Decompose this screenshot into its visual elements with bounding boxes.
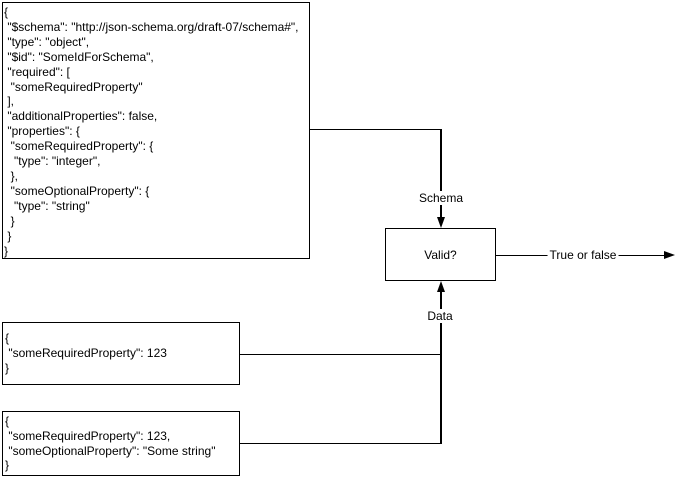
arrowhead-up-icon	[436, 281, 445, 292]
output-edge-label: True or false	[547, 248, 619, 263]
valid-decision-label: Valid?	[424, 247, 457, 262]
data-json-text-2: { "someRequiredProperty": 123, "someOpti…	[5, 413, 216, 473]
data-edge-label: Data	[425, 309, 455, 323]
data-json-box-2: { "someRequiredProperty": 123, "someOpti…	[2, 411, 240, 476]
valid-decision-box: Valid?	[385, 228, 496, 281]
schema-connector-vertical	[440, 128, 442, 218]
arrowhead-right-icon	[664, 250, 675, 259]
schema-json-text: { "$schema": "http://json-schema.org/dra…	[4, 5, 299, 258]
data1-connector-horizontal	[240, 353, 442, 356]
data-json-text-1: { "someRequiredProperty": 123 }	[5, 331, 167, 375]
data-json-box-1: { "someRequiredProperty": 123 }	[2, 322, 240, 385]
arrowhead-down-icon	[436, 217, 445, 228]
schema-edge-label: Schema	[416, 190, 466, 205]
data2-connector-horizontal	[240, 442, 442, 444]
data-connector-vertical	[440, 291, 442, 444]
schema-connector-horizontal	[310, 128, 442, 130]
schema-json-box: { "$schema": "http://json-schema.org/dra…	[2, 2, 310, 259]
